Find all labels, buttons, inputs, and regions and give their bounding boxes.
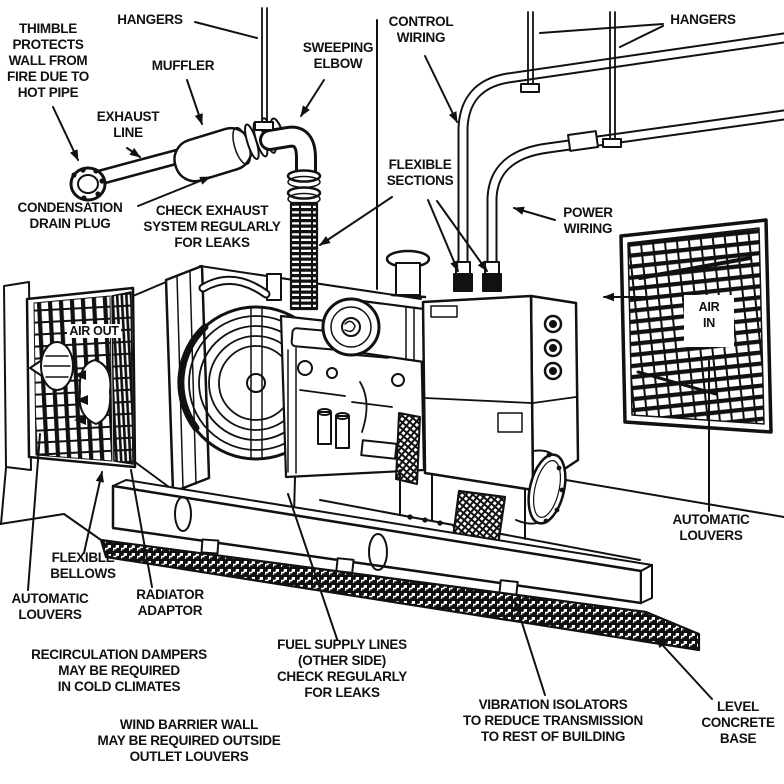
label-condensation-drain-plug: CONDENSATION DRAIN PLUG xyxy=(17,200,123,231)
label-hangers-left: HANGERS xyxy=(117,12,183,27)
hanger-rod-left xyxy=(254,7,274,131)
label-air-out: AIR OUT xyxy=(67,324,121,338)
label-flexible-sections: FLEXIBLE SECTIONS xyxy=(386,157,454,188)
inlet-louver-panel xyxy=(619,218,773,434)
conduit-flex-connectors xyxy=(453,261,502,292)
concrete-slab xyxy=(99,538,701,652)
label-vibration-isolators: VIBRATION ISOLATORS TO REDUCE TRANSMISSI… xyxy=(463,697,643,744)
label-wind-barrier-wall: WIND BARRIER WALL MAY BE REQUIRED OUTSID… xyxy=(97,717,281,764)
leader-lines xyxy=(27,21,713,700)
label-level-concrete-base: LEVEL CONCRETE BASE xyxy=(701,699,775,746)
label-muffler: MUFFLER xyxy=(151,58,215,73)
vibration-isolator xyxy=(200,538,519,597)
radiator xyxy=(132,264,211,494)
gauges xyxy=(543,314,563,381)
label-thimble: THIMBLE PROTECTS WALL FROM FIRE DUE TO H… xyxy=(7,21,89,100)
label-hangers-right: HANGERS xyxy=(670,12,736,27)
label-automatic-louvers-right: AUTOMATIC LOUVERS xyxy=(672,512,750,543)
skid-base xyxy=(99,479,701,652)
wall-thimble xyxy=(69,166,107,202)
generator-set xyxy=(132,249,641,561)
air-out-flow-arrows xyxy=(29,341,112,425)
label-fuel-supply-lines: FUEL SUPPLY LINES (OTHER SIDE) CHECK REG… xyxy=(276,637,407,700)
hanger-rods-right xyxy=(520,11,622,148)
exhaust-system xyxy=(69,7,322,311)
label-control-wiring: CONTROL WIRING xyxy=(388,14,454,45)
sweeping-elbow xyxy=(259,125,317,183)
label-flexible-bellows: FLEXIBLE BELLOWS xyxy=(50,550,116,581)
label-recirculation-dampers: RECIRCULATION DAMPERS MAY BE REQUIRED IN… xyxy=(31,647,207,694)
label-exhaust-line: EXHAUST LINE xyxy=(96,109,160,140)
air-cleaner xyxy=(321,249,431,364)
label-power-wiring: POWER WIRING xyxy=(563,205,613,236)
wiring-conduits xyxy=(453,11,784,292)
label-check-exhaust: CHECK EXHAUST SYSTEM REGULARLY FOR LEAKS xyxy=(143,203,281,250)
label-radiator-adaptor: RADIATOR ADAPTOR xyxy=(136,587,204,618)
label-sweeping-elbow: SWEEPING ELBOW xyxy=(302,40,374,71)
control-cabinet xyxy=(421,294,580,492)
label-air-in: AIR IN xyxy=(698,300,720,330)
flexible-exhaust-section xyxy=(289,201,319,311)
label-automatic-louvers-left: AUTOMATIC LOUVERS xyxy=(11,591,89,622)
outlet-louver-panel xyxy=(3,281,137,471)
alternator xyxy=(451,449,567,547)
